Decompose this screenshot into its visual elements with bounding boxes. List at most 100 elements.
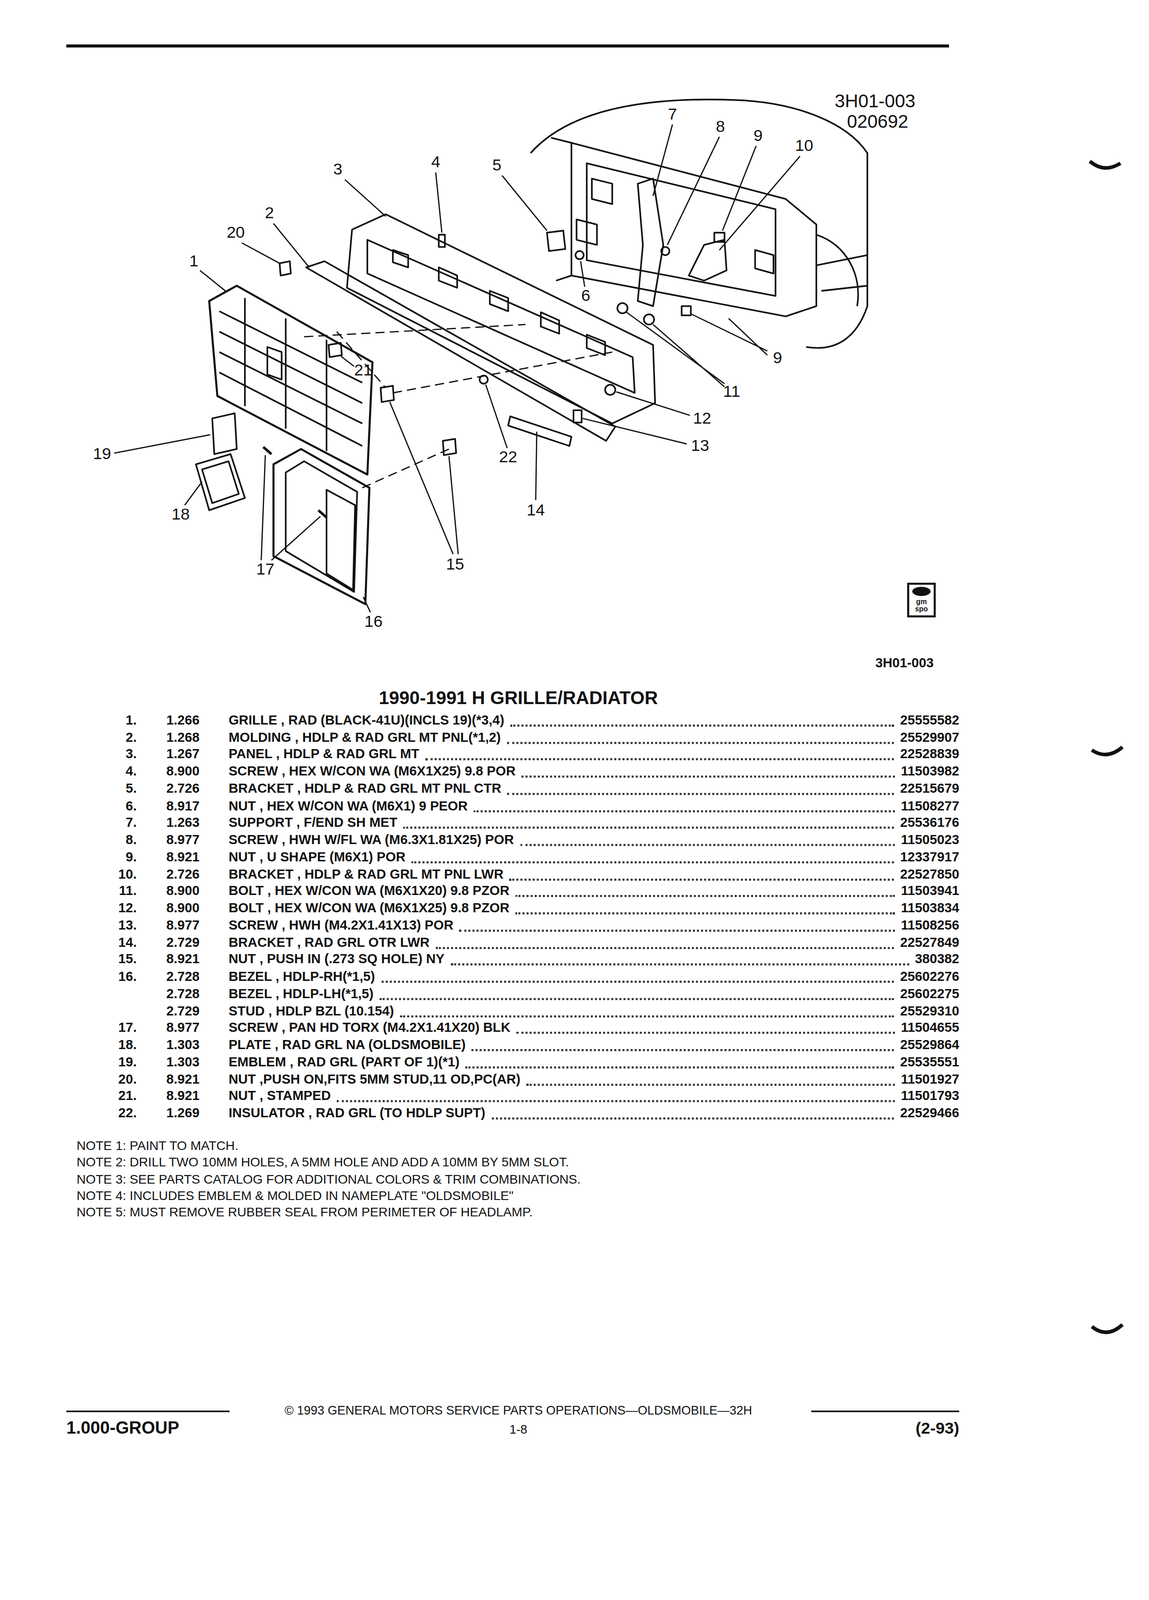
dot-leader <box>465 1066 895 1069</box>
leader-line <box>340 356 355 367</box>
part-description: NUT ,PUSH ON,FITS 5MM STUD,11 OD,PC(AR) <box>228 1072 521 1087</box>
group-code: 2.726 <box>166 781 200 797</box>
part-number: 11501793 <box>900 1089 960 1104</box>
part-description: SCREW , HWH W/FL WA (M6.3X1.81X25) POR <box>228 832 515 848</box>
leader-line <box>719 156 800 251</box>
group-code: 2.728 <box>166 986 200 1002</box>
item-number: 15. <box>118 952 137 967</box>
part-description: GRILLE , RAD (BLACK-41U)(INCLS 19)(*3,4) <box>228 713 505 728</box>
leader-line <box>582 418 687 444</box>
dot-leader <box>336 1100 895 1103</box>
group-code: 8.977 <box>166 1020 200 1036</box>
group-code: 8.921 <box>166 1089 200 1104</box>
leader-line <box>261 454 321 560</box>
leader-line <box>114 434 210 453</box>
grille-emblem <box>267 346 282 380</box>
part-number: 22528839 <box>900 747 960 762</box>
item-number: 2. <box>125 730 137 745</box>
leader-line <box>485 384 508 448</box>
headlamp-bezel <box>285 461 358 592</box>
part-description: SCREW , HWH (M4.2X1.41X13) POR <box>228 918 454 933</box>
leader-line <box>691 314 768 355</box>
callout-number: 10 <box>794 137 814 155</box>
group-code: 1.267 <box>166 747 200 762</box>
part-number: 25535551 <box>900 1054 960 1070</box>
emblem <box>212 413 237 455</box>
dot-leader <box>459 929 895 932</box>
dot-leader <box>473 809 895 812</box>
group-code: 8.921 <box>166 952 200 967</box>
group-code: 1.303 <box>166 1054 200 1070</box>
part-number: 22527850 <box>900 867 960 882</box>
assembly-line <box>304 324 526 337</box>
part-description: BOLT , HEX W/CON WA (M6X1X20) 9.8 PZOR <box>228 884 510 899</box>
leader-line <box>502 175 548 231</box>
page-number: 1-8 <box>509 1423 528 1438</box>
radiator-support <box>571 142 817 317</box>
item-number: 10. <box>118 867 137 882</box>
grille <box>209 285 373 475</box>
part-number: 11503834 <box>900 901 960 916</box>
part-description: BRACKET , HDLP & RAD GRL MT PNL CTR <box>228 781 502 797</box>
callout-number: 7 <box>668 105 678 123</box>
callout-number: 22 <box>499 449 518 466</box>
screw <box>661 246 670 255</box>
revision-date: (2-93) <box>915 1419 960 1438</box>
figure-code: 3H01-003 <box>834 91 916 112</box>
panel-slot <box>392 249 605 355</box>
copyright: © 1993 GENERAL MOTORS SERVICE PARTS OPER… <box>284 1403 752 1418</box>
item-number: 13. <box>118 918 137 933</box>
leader-line <box>580 261 585 287</box>
group-code: 8.921 <box>166 849 200 865</box>
assembly-line <box>362 449 450 488</box>
dot-leader <box>515 895 895 898</box>
part-description: NUT , PUSH IN (.273 SQ HOLE) NY <box>228 952 445 967</box>
item-number: 17. <box>118 1020 137 1036</box>
dot-leader <box>381 980 895 983</box>
dot-leader <box>471 1049 895 1051</box>
callout-number: 12 <box>693 410 712 427</box>
page-title: 1990-1991 H GRILLE/RADIATOR <box>379 687 659 710</box>
group-code: 1.268 <box>166 730 200 745</box>
top-rule <box>66 44 950 48</box>
leader-line <box>184 481 202 506</box>
dot-leader <box>425 758 895 761</box>
part-description: SCREW , PAN HD TORX (M4.2X1.41X20) BLK <box>228 1020 511 1036</box>
part-description: MOLDING , HDLP & RAD GRL MT PNL(*1,2) <box>228 730 501 745</box>
callout-number: 16 <box>364 613 383 630</box>
item-number: 1. <box>125 713 137 728</box>
part-number: 25555582 <box>900 713 960 728</box>
bolt <box>604 384 615 395</box>
footer-rule <box>811 1410 960 1412</box>
drawing <box>66 45 1123 1412</box>
dot-leader <box>519 844 895 846</box>
group-code: 2.729 <box>166 1003 200 1019</box>
item-number: 5. <box>125 781 137 797</box>
note-text: NOTE 3: SEE PARTS CATALOG FOR ADDITIONAL… <box>76 1173 581 1188</box>
radiator-support <box>586 163 776 296</box>
dot-leader <box>526 1083 895 1085</box>
part-description: EMBLEM , RAD GRL (PART OF 1)(*1) <box>228 1054 460 1070</box>
part-number: 12337917 <box>900 849 960 865</box>
callout-number: 1 <box>189 253 199 270</box>
item-number: 14. <box>118 935 137 950</box>
part-number: 25602275 <box>900 986 960 1002</box>
scan-mark <box>1091 746 1123 755</box>
item-number: 4. <box>125 764 137 780</box>
part-description: PANEL , HDLP & RAD GRL MT <box>228 747 420 762</box>
callout-number: 9 <box>773 349 783 367</box>
part-number: 25529310 <box>900 1003 960 1019</box>
callout-number: 5 <box>492 157 502 174</box>
lower-bracket <box>688 239 727 281</box>
group-code: 8.921 <box>166 1072 200 1087</box>
body-outline <box>550 137 572 281</box>
scan-mark <box>1091 1324 1123 1333</box>
leader-line <box>389 402 459 555</box>
group-code: 8.977 <box>166 832 200 848</box>
part-description: NUT , STAMPED <box>228 1089 331 1104</box>
leader-line <box>199 270 227 292</box>
part-number: 11508256 <box>900 918 960 933</box>
mounting-panel <box>367 239 635 394</box>
leader-lines <box>114 124 800 613</box>
part-description: SCREW , HEX W/CON WA (M6X1X25) 9.8 POR <box>228 764 516 780</box>
